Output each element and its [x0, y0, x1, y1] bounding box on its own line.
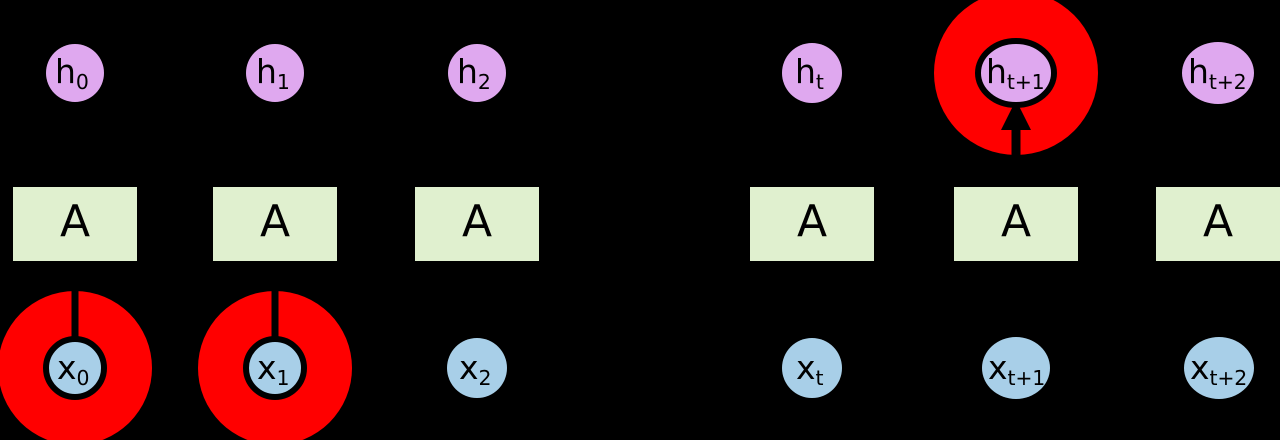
cell-box-1[interactable] — [213, 187, 337, 261]
cell-box-t-plus-1[interactable] — [954, 187, 1078, 261]
input-circle-1[interactable] — [243, 336, 307, 400]
input-circle-2[interactable] — [447, 338, 507, 398]
cell-box-t-plus-2[interactable] — [1156, 187, 1280, 261]
hidden-state-layer — [46, 38, 1254, 108]
cell-layer — [13, 187, 1280, 261]
input-circle-0[interactable] — [43, 336, 107, 400]
hidden-state-circle-1[interactable] — [246, 44, 304, 102]
cell-box-2[interactable] — [415, 187, 539, 261]
input-circle-t-plus-1[interactable] — [982, 337, 1050, 399]
cell-box-0[interactable] — [13, 187, 137, 261]
hidden-state-circle-0[interactable] — [46, 44, 104, 102]
hidden-state-circle-t[interactable] — [782, 43, 842, 103]
hidden-state-circle-2[interactable] — [448, 44, 506, 102]
cell-box-t[interactable] — [750, 187, 874, 261]
arrow-head-icon — [1001, 100, 1031, 130]
input-layer — [43, 336, 1254, 400]
highlight-layer — [0, 0, 1098, 440]
hidden-state-circle-t-plus-2[interactable] — [1182, 42, 1254, 104]
input-circle-t[interactable] — [782, 338, 842, 398]
edge-layer — [71, 104, 1222, 341]
input-circle-t-plus-2[interactable] — [1184, 337, 1254, 399]
hidden-state-circle-t-plus-1[interactable] — [975, 38, 1057, 108]
gradient-arrow-to-h-t-plus-1 — [1001, 100, 1031, 155]
